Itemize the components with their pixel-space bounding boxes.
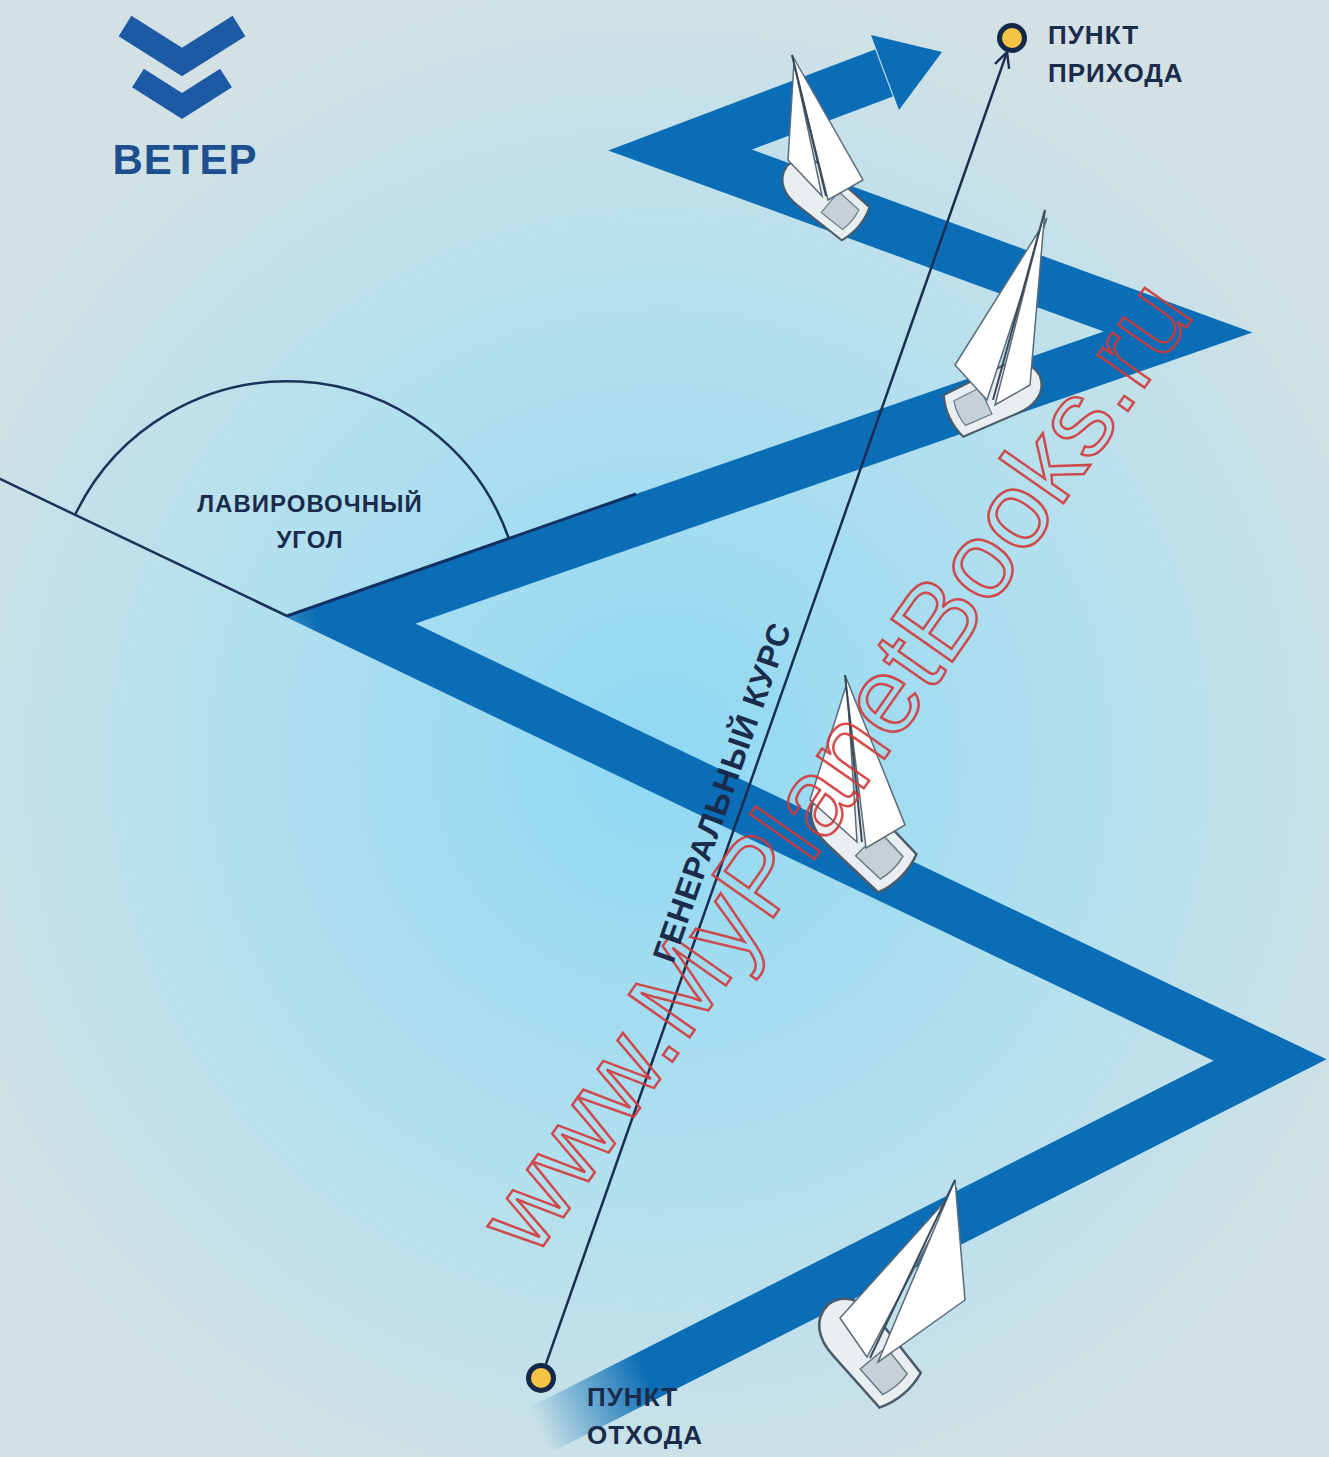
diagram-label: ВЕТЕР xyxy=(70,136,300,184)
point-label: ПУНКТ ПРИХОДА xyxy=(1048,16,1248,92)
point-label: ПУНКТ ОТХОДА xyxy=(587,1378,787,1454)
diagram-label: ЛАВИРОВОЧНЫЙ УГОЛ xyxy=(180,486,440,558)
tacking-band xyxy=(350,73,1270,1430)
boat-mast xyxy=(870,1180,955,1358)
band-arrowhead xyxy=(871,35,942,110)
boat-sail xyxy=(878,1180,965,1362)
boat-mast xyxy=(792,55,826,196)
wind-chevron xyxy=(138,78,226,106)
watermark: www.MyPlanetBooks.ru xyxy=(455,258,1215,1272)
boat-sail xyxy=(792,55,863,200)
route-point: ПУНКТ ОТХОДА xyxy=(526,1363,556,1393)
wind-chevron xyxy=(125,26,239,62)
route-point: ПУНКТ ПРИХОДА xyxy=(997,23,1027,53)
